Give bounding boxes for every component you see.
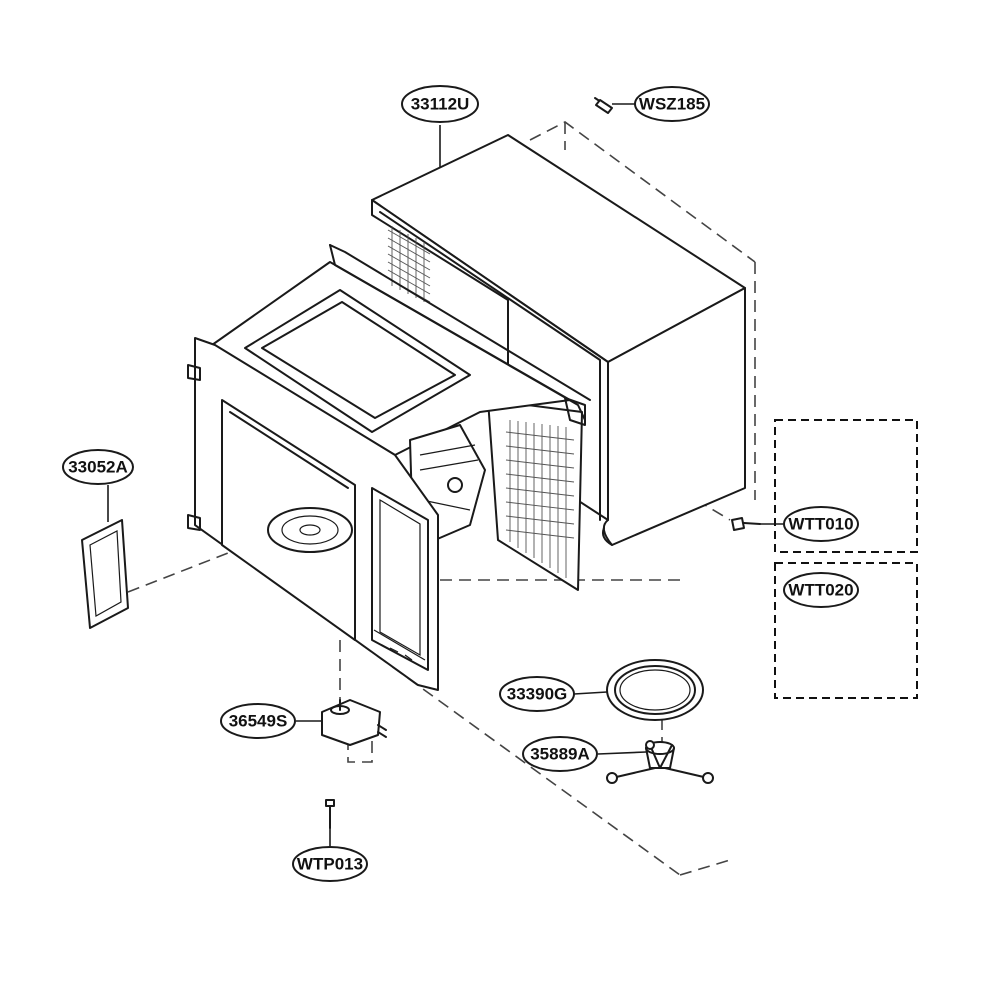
- callout-33112u: 33112U: [401, 85, 479, 123]
- part-label: WSZ185: [639, 95, 705, 114]
- callout-36549s: 36549S: [220, 703, 296, 739]
- part-label: WTP013: [297, 855, 363, 874]
- part-label: WTT020: [788, 581, 853, 600]
- tapping-screw-drawing: [731, 517, 785, 531]
- waveguide-cover-drawing: [81, 485, 129, 629]
- motor-screw-drawing: [325, 799, 335, 846]
- case-vent-grille: [387, 226, 431, 303]
- callout-wtp013: WTP013: [292, 846, 368, 882]
- accessory-box-wtt020: [774, 562, 918, 699]
- part-label: 33052A: [68, 458, 128, 477]
- case-screw-drawing: [594, 97, 640, 114]
- callout-33052a: 33052A: [62, 449, 134, 485]
- part-label: 33112U: [411, 95, 470, 114]
- part-label: 33390G: [507, 685, 568, 704]
- turntable-motor-drawing: [296, 699, 387, 746]
- callout-wtt020: WTT020: [783, 572, 859, 608]
- cavity-mesh: [505, 420, 575, 578]
- turntable-tray-drawing: [573, 659, 704, 721]
- callout-wsz185: WSZ185: [634, 86, 710, 122]
- roller-guide-drawing: [597, 740, 714, 784]
- part-label: 35889A: [530, 745, 590, 764]
- part-label: WTT010: [788, 515, 853, 534]
- callout-wtt010: WTT010: [783, 506, 859, 542]
- callout-35889a: 35889A: [522, 736, 598, 772]
- accessory-box-wtt010: [774, 419, 918, 553]
- cavity-assembly-drawing: [187, 244, 591, 691]
- part-label: 36549S: [229, 712, 288, 731]
- callout-33390g: 33390G: [499, 676, 575, 712]
